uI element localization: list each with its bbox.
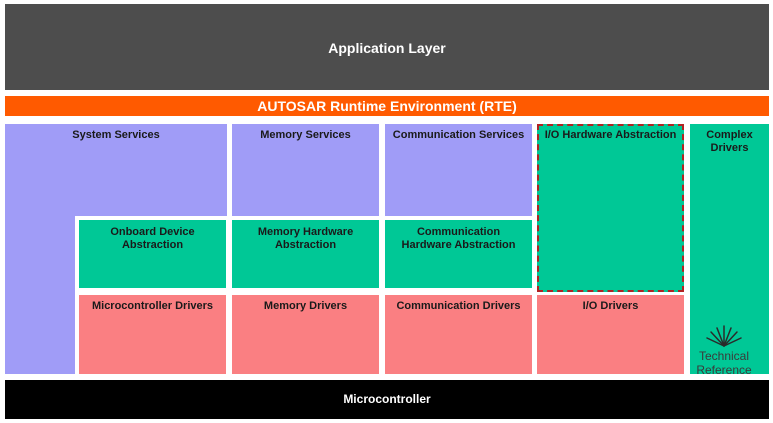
technical-reference-logo: Technical Reference: [688, 322, 760, 382]
communication-hw-abstraction-label-line1: Communication: [416, 226, 501, 238]
microcontroller-block: Microcontroller: [5, 380, 769, 419]
communication-services-label: Communication Services: [392, 129, 525, 141]
onboard-abstraction-label-line2: Abstraction: [121, 239, 184, 251]
communication-hw-abstraction-label-line2: Hardware Abstraction: [401, 239, 516, 251]
io-drivers-label: I/O Drivers: [582, 300, 639, 312]
microcontroller-drivers-label: Microcontroller Drivers: [91, 300, 214, 312]
system-services-label: System Services: [72, 129, 160, 141]
communication-hardware-abstraction-block: Communication Hardware Abstraction: [385, 220, 532, 288]
communication-drivers-label: Communication Drivers: [396, 300, 521, 312]
memory-services-block: Memory Services: [232, 124, 379, 216]
logo-text-reference: Reference: [696, 363, 752, 377]
memory-drivers-block: Memory Drivers: [232, 295, 379, 374]
memory-services-label: Memory Services: [260, 129, 351, 141]
microcontroller-drivers-block: Microcontroller Drivers: [79, 295, 226, 374]
communication-drivers-block: Communication Drivers: [385, 295, 532, 374]
microcontroller-label: Microcontroller: [343, 392, 431, 406]
rte-label: AUTOSAR Runtime Environment (RTE): [257, 98, 517, 114]
io-hardware-abstraction-label: I/O Hardware Abstraction: [544, 129, 677, 141]
memory-hw-abstraction-label-line1: Memory Hardware: [257, 226, 354, 238]
memory-drivers-label: Memory Drivers: [263, 300, 348, 312]
sunburst-icon: [706, 325, 742, 347]
onboard-device-abstraction-block: Onboard Device Abstraction: [79, 220, 226, 288]
application-layer-label: Application Layer: [328, 40, 446, 56]
rte-block: AUTOSAR Runtime Environment (RTE): [5, 96, 769, 116]
memory-hw-abstraction-label-line2: Abstraction: [274, 239, 337, 251]
communication-services-block: Communication Services: [385, 124, 532, 216]
io-drivers-block: I/O Drivers: [537, 295, 684, 374]
io-hardware-abstraction-block: I/O Hardware Abstraction: [537, 124, 684, 292]
memory-hardware-abstraction-block: Memory Hardware Abstraction: [232, 220, 379, 288]
onboard-abstraction-label-line1: Onboard Device: [110, 226, 195, 238]
system-services-block: [5, 124, 227, 374]
complex-drivers-label-line2: Drivers: [710, 142, 749, 154]
logo-text-technical: Technical: [698, 349, 750, 363]
complex-drivers-label-line1: Complex: [706, 129, 753, 141]
application-layer-block: Application Layer: [5, 4, 769, 90]
